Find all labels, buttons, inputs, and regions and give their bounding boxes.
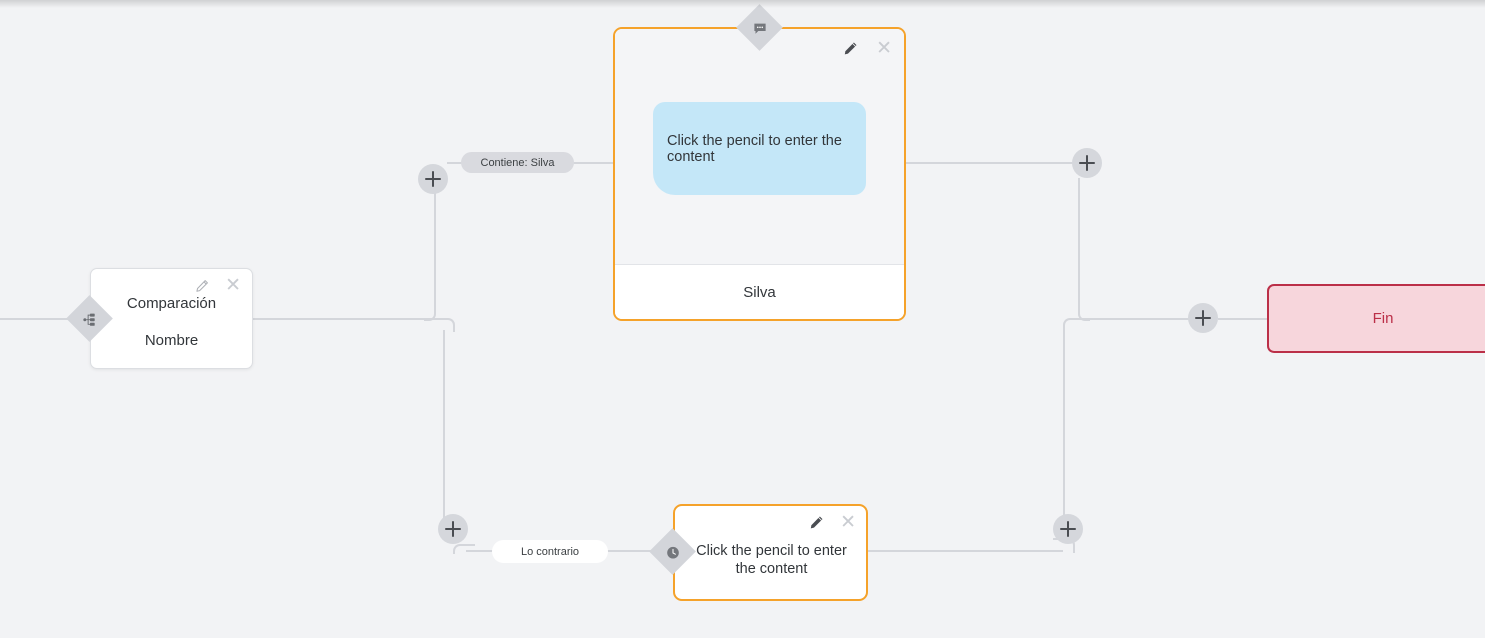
edge-label-to-message-top bbox=[568, 162, 615, 164]
edge-corner-true-branch bbox=[424, 170, 436, 321]
message-top-body: ✕ Click the pencil to enter the content bbox=[615, 29, 904, 264]
comparison-node-actions: ✕ bbox=[195, 276, 241, 295]
message-bottom-text: Click the pencil to enter the content bbox=[696, 542, 847, 577]
edge-corner-false-down bbox=[443, 330, 455, 532]
edge-label-branch-false[interactable]: Lo contrario bbox=[492, 540, 608, 563]
node-end-label: Fin bbox=[1372, 310, 1394, 327]
pencil-icon[interactable] bbox=[809, 515, 824, 530]
message-top-footer: Silva bbox=[615, 264, 904, 319]
comparison-subtitle: Nombre bbox=[144, 332, 199, 349]
edge-message-bottom-to-plus bbox=[868, 550, 1063, 552]
clock-icon bbox=[665, 544, 681, 560]
add-step-branch-true-right[interactable] bbox=[1072, 148, 1102, 178]
message-bottom-node-actions: ✕ bbox=[809, 513, 856, 532]
message-top-bubble[interactable]: Click the pencil to enter the content bbox=[653, 102, 866, 195]
edge-corner-merge-trunk bbox=[1063, 318, 1081, 542]
branch-split-icon bbox=[82, 311, 98, 327]
edge-entry-left bbox=[0, 318, 73, 320]
pencil-icon[interactable] bbox=[195, 279, 209, 293]
message-top-node-actions: ✕ bbox=[843, 39, 892, 58]
edge-corner-true-merge bbox=[1078, 178, 1090, 321]
message-top-marker-diamond[interactable] bbox=[736, 4, 783, 51]
edge-message-top-to-plus bbox=[905, 162, 1082, 164]
node-end[interactable]: Fin bbox=[1267, 284, 1485, 353]
edge-label-branch-true[interactable]: Contiene: Silva bbox=[461, 152, 574, 173]
add-step-branch-true-left[interactable] bbox=[418, 164, 448, 194]
add-step-branch-false-right[interactable] bbox=[1053, 514, 1083, 544]
edge-corner-false-split bbox=[433, 318, 455, 332]
message-bottom-marker-diamond[interactable] bbox=[649, 528, 696, 575]
close-icon[interactable]: ✕ bbox=[876, 38, 892, 59]
edge-label-branch-false-text: Lo contrario bbox=[520, 545, 580, 558]
message-top-footer-label: Silva bbox=[743, 283, 776, 301]
pencil-icon[interactable] bbox=[843, 41, 858, 56]
edge-corner-false-to-label bbox=[453, 544, 475, 554]
message-top-bubble-text: Click the pencil to enter the content bbox=[667, 132, 842, 165]
add-step-branch-false-left[interactable] bbox=[438, 514, 468, 544]
message-bubble-icon bbox=[752, 20, 768, 36]
comparison-title: Comparación bbox=[126, 295, 217, 312]
node-message-top[interactable]: ✕ Click the pencil to enter the content … bbox=[613, 27, 906, 321]
node-comparison[interactable]: ✕ Comparación Nombre bbox=[90, 268, 253, 369]
edge-end-plus-to-fin bbox=[1218, 318, 1268, 320]
edge-false-to-label bbox=[466, 550, 498, 552]
add-step-before-end[interactable] bbox=[1188, 303, 1218, 333]
edge-comparison-output bbox=[253, 318, 433, 320]
edge-true-to-label bbox=[447, 162, 467, 164]
close-icon[interactable]: ✕ bbox=[840, 512, 856, 533]
node-message-bottom[interactable]: ✕ Click the pencil to enter the content bbox=[673, 504, 868, 601]
comparison-marker-diamond[interactable] bbox=[66, 295, 113, 342]
close-icon[interactable]: ✕ bbox=[225, 275, 241, 296]
edge-merge-to-end-plus bbox=[1073, 318, 1190, 320]
edge-label-branch-true-text: Contiene: Silva bbox=[480, 156, 555, 169]
edge-label-to-message-bottom bbox=[602, 550, 658, 552]
